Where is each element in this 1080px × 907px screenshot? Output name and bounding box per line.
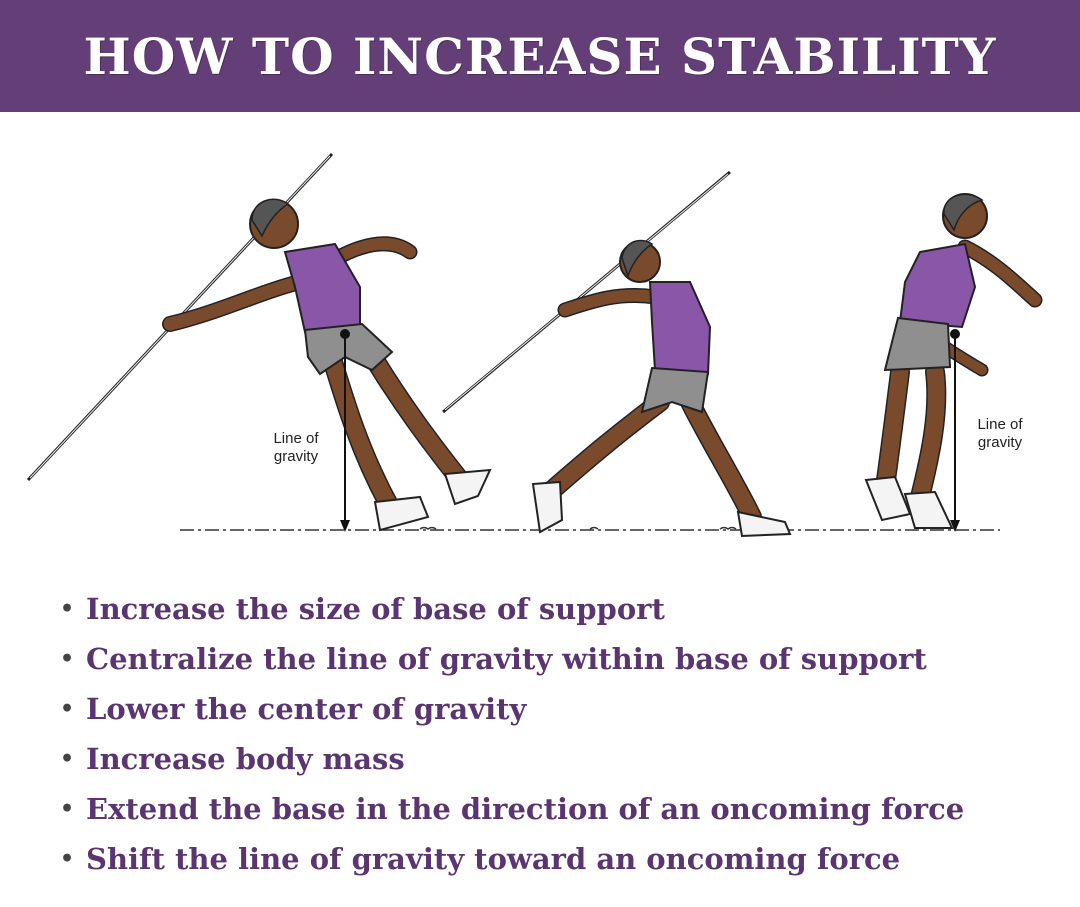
list-item: • Centralize the line of gravity within b…	[60, 634, 1070, 684]
list-item-text: Centralize the line of gravity within ba…	[86, 642, 927, 676]
javelin-thrower-leaning-back	[26, 152, 492, 532]
title-banner: HOW TO INCREASE STABILITY	[0, 0, 1080, 112]
list-item-text: Shift the line of gravity toward an onco…	[86, 842, 901, 876]
javelin-illustration-svg	[26, 152, 1043, 538]
bullet-icon: •	[60, 696, 75, 722]
label-line: gravity	[273, 448, 319, 465]
list-item-text: Increase body mass	[86, 742, 405, 776]
bullet-icon: •	[60, 596, 75, 622]
list-item-text: Lower the center of gravity	[86, 692, 527, 726]
label-line: Line of	[273, 430, 319, 447]
line-of-gravity-label-1: Line of gravity	[262, 430, 330, 466]
javelin-thrower-lunging	[442, 170, 792, 538]
ground-line	[180, 526, 1000, 531]
bullet-icon: •	[60, 746, 75, 772]
page-title: HOW TO INCREASE STABILITY	[83, 26, 997, 86]
bullet-icon: •	[60, 796, 75, 822]
label-line: gravity	[977, 434, 1023, 451]
label-line: Line of	[977, 416, 1023, 433]
bullet-icon: •	[60, 646, 75, 672]
javelin-thrower-upright	[864, 193, 1043, 532]
line-of-gravity-label-3: Line of gravity	[966, 416, 1034, 452]
list-item: • Lower the center of gravity	[60, 684, 1070, 734]
list-item-text: Increase the size of base of support	[86, 592, 665, 626]
list-item-text: Extend the base in the direction of an o…	[86, 792, 965, 826]
list-item: • Shift the line of gravity toward an onc…	[60, 834, 1070, 884]
list-item: • Increase body mass	[60, 734, 1070, 784]
stability-tips-list: • Increase the size of base of support • C…	[60, 584, 1070, 884]
bullet-icon: •	[60, 846, 75, 872]
list-item: • Increase the size of base of support	[60, 584, 1070, 634]
javelin-illustration: Line of gravity Line of gravity	[0, 112, 1080, 562]
list-item: • Extend the base in the direction of an …	[60, 784, 1070, 834]
